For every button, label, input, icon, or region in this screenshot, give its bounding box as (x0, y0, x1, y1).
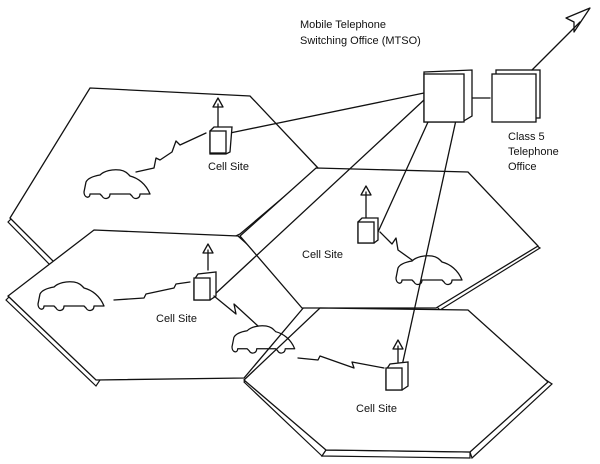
class5-label-line2: Telephone (508, 146, 559, 158)
class5-office-box: Class 5 Telephone Office (491, 7, 591, 173)
hex-cell-left (5, 229, 311, 387)
cell-site-label: Cell Site (356, 403, 397, 415)
radio-link (113, 281, 191, 301)
cell-site-label: Cell Site (208, 161, 249, 173)
class5-label-line1: Class 5 (508, 131, 545, 143)
radio-link (379, 231, 413, 261)
cell-site-4: Cell Site (297, 339, 409, 415)
cell-site-1: Cell Site (83, 97, 249, 200)
antenna-icon (392, 339, 404, 350)
radio-link (297, 355, 385, 369)
radio-link (135, 132, 207, 173)
antenna-icon (202, 243, 214, 254)
cell-site-label: Cell Site (156, 313, 197, 325)
mtso-box: Mobile Telephone Switching Office (MTSO) (300, 19, 473, 123)
cell-site-label: Cell Site (302, 249, 343, 261)
mtso-label-line2: Switching Office (MTSO) (300, 35, 421, 47)
hex-cell-center-right (239, 167, 542, 311)
antenna-icon (360, 185, 372, 196)
cell-site-3: Cell Site (37, 243, 296, 354)
radio-link (213, 295, 259, 327)
class5-label-line3: Office (508, 161, 537, 173)
cell-site-2: Cell Site (302, 185, 463, 286)
outgoing-arrow-icon (565, 7, 591, 33)
mtso-label-line1: Mobile Telephone (300, 19, 386, 31)
mtso-links (213, 92, 491, 376)
antenna-icon (212, 97, 224, 108)
